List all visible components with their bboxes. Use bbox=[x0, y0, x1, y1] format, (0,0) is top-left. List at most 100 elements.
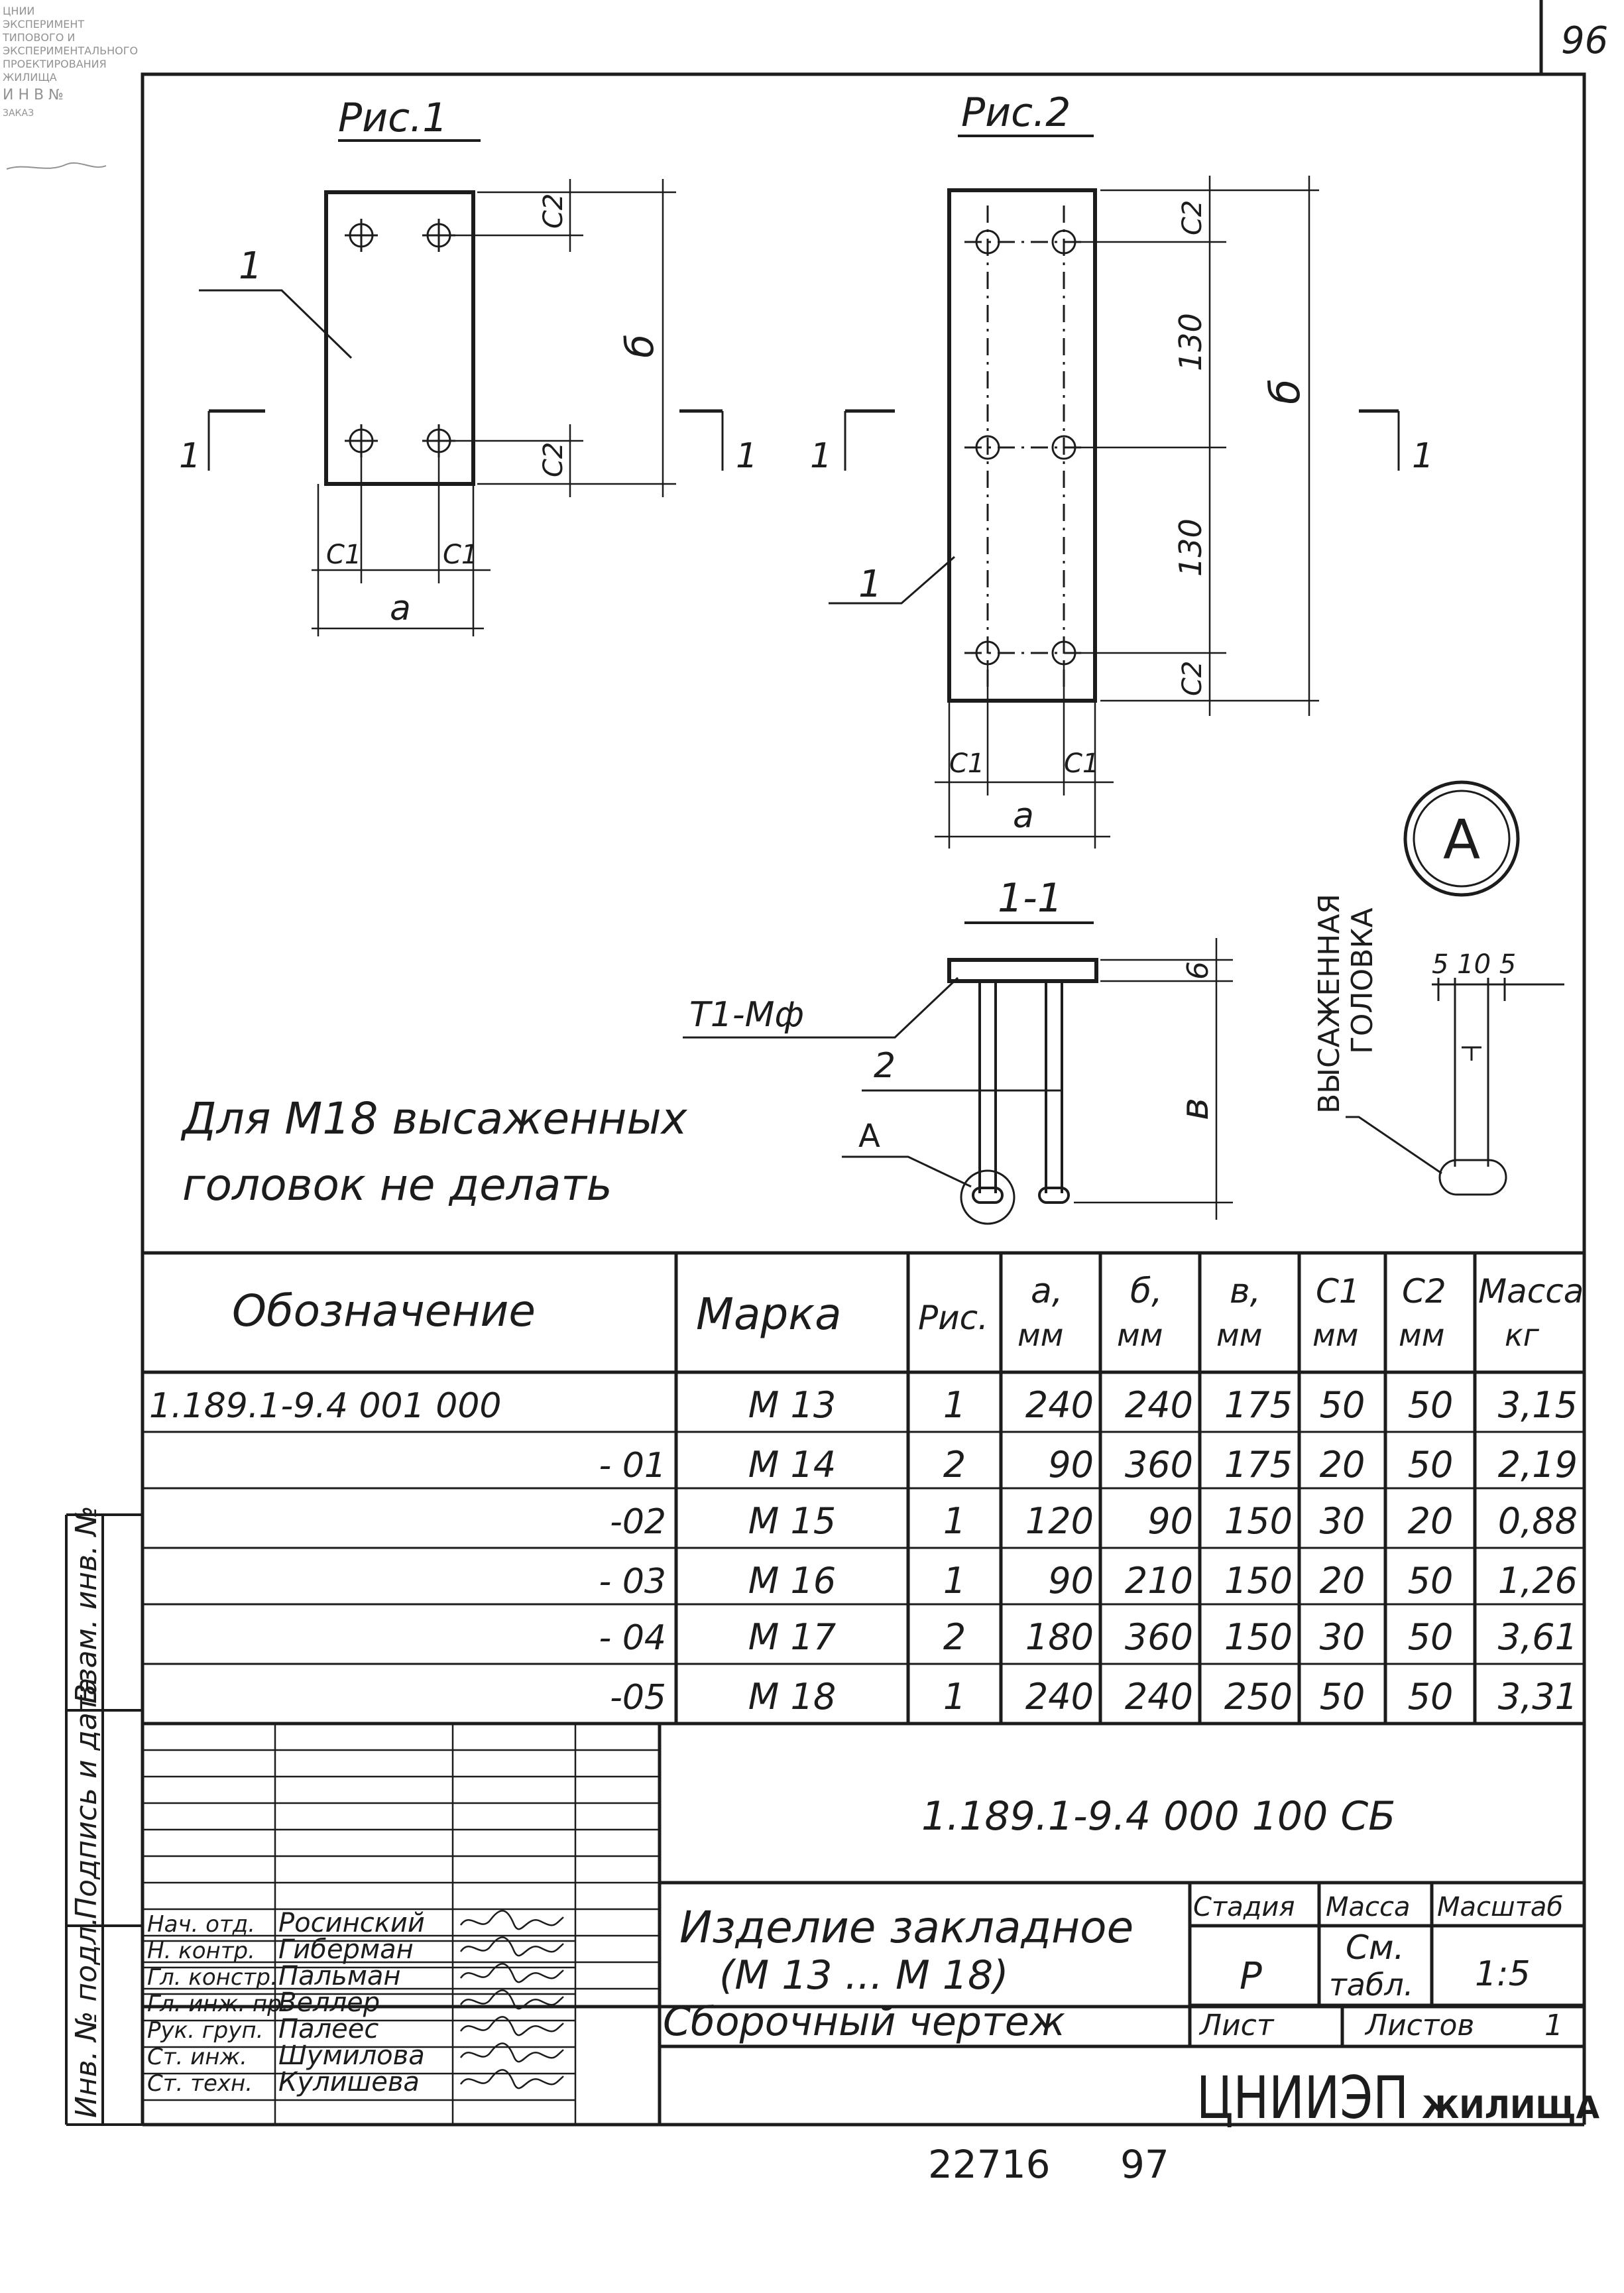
table-cell-mass: 1,26 bbox=[1498, 1560, 1578, 1602]
staff-role: Ст. техн. bbox=[147, 2070, 253, 2097]
table-cell-a: 120 bbox=[1025, 1500, 1094, 1542]
table-cell-mass: 0,88 bbox=[1498, 1500, 1578, 1542]
section-mark-left-fig2 bbox=[844, 409, 895, 471]
dim-a-fig2: а bbox=[1013, 796, 1034, 836]
table-cell-fig: 1 bbox=[943, 1560, 966, 1602]
archive-stamp: ЦНИИ ЭКСПЕРИМЕНТ ТИПОВОГО И ЭКСПЕРИМЕНТА… bbox=[2, 5, 138, 170]
table-cell-c1: 50 bbox=[1320, 1676, 1365, 1718]
scale-header: Масштаб bbox=[1437, 1892, 1563, 1922]
table-cell-b: 360 bbox=[1125, 1444, 1193, 1486]
table-cell-designation: -05 bbox=[610, 1678, 666, 1718]
header-mark: Марка bbox=[696, 1289, 842, 1340]
dim-v: в bbox=[1172, 1098, 1217, 1120]
header-mass-unit: кг bbox=[1505, 1317, 1540, 1353]
table-cell-v: 150 bbox=[1224, 1616, 1293, 1658]
product-name-line-2: (М 13 ... М 18) bbox=[719, 1952, 1009, 1999]
table-cell-b: 240 bbox=[1125, 1676, 1193, 1718]
staff-name: Веллер bbox=[278, 1987, 380, 2018]
detail-a-letter: А bbox=[1443, 809, 1480, 872]
anchor-holes bbox=[345, 219, 455, 457]
figure-1-title: Рис.1 bbox=[338, 95, 447, 141]
mass-header: Масса bbox=[1326, 1892, 1411, 1922]
position-1-label: 1 bbox=[239, 245, 262, 288]
table-cell-c2: 20 bbox=[1408, 1500, 1454, 1542]
dim-b-fig2: б bbox=[1261, 379, 1309, 404]
table-cell-mark: М 18 bbox=[748, 1676, 836, 1718]
table-cell-fig: 1 bbox=[943, 1500, 966, 1542]
table-cell-fig: 1 bbox=[943, 1676, 966, 1718]
header-c2: С2 bbox=[1402, 1272, 1446, 1311]
header-fig: Рис. bbox=[918, 1299, 988, 1337]
signature-scribble bbox=[459, 2042, 564, 2063]
plate-outline bbox=[324, 190, 475, 486]
sheet-label: Лист bbox=[1198, 2009, 1275, 2042]
section-mark-left-label-fig2: 1 bbox=[810, 436, 832, 476]
dim-c2-bottom: С2 bbox=[538, 442, 569, 477]
header-designation: Обозначение bbox=[232, 1285, 536, 1336]
detail-caption-2: ГОЛОВКА bbox=[1346, 908, 1379, 1054]
header-mass: Масса bbox=[1478, 1272, 1584, 1311]
table-cell-designation: 1.189.1-9.4 001 000 bbox=[149, 1386, 502, 1426]
table-cell-c1: 30 bbox=[1320, 1500, 1365, 1542]
page-number: 96 bbox=[1561, 19, 1608, 62]
section-title: 1-1 bbox=[998, 875, 1063, 921]
table-cell-c2: 50 bbox=[1408, 1560, 1454, 1602]
signature-scribble bbox=[459, 1963, 564, 1983]
table-cell-mass: 3,61 bbox=[1498, 1616, 1578, 1658]
org-logo: ЦНИИЭП bbox=[1196, 2064, 1409, 2132]
section-mark-right-label-fig2: 1 bbox=[1412, 436, 1434, 476]
sheet-frame bbox=[141, 72, 1586, 2009]
position-1-label-fig2: 1 bbox=[858, 563, 882, 606]
sheets-value: 1 bbox=[1544, 2009, 1563, 2042]
table-cell-b: 360 bbox=[1125, 1616, 1193, 1658]
header-v-unit: мм bbox=[1216, 1317, 1262, 1353]
detail-dims: 5 10 5 bbox=[1432, 949, 1516, 980]
product-name-line-3: Сборочный чертеж bbox=[663, 1999, 1065, 2045]
staff-name: Шумилова bbox=[278, 2040, 425, 2071]
stage-header: Стадия bbox=[1193, 1892, 1295, 1922]
side-stamp-columns: Инв. № подл. Подпись и дата Взам. инв. № bbox=[65, 1505, 143, 2126]
weld-note: Т1-Мф bbox=[689, 995, 804, 1035]
table-cell-fig: 2 bbox=[943, 1616, 966, 1658]
document-code: 1.189.1-9.4 000 100 СБ bbox=[921, 1793, 1395, 1840]
bottom-number: 22716 bbox=[928, 2142, 1051, 2187]
figure-1-dimensions bbox=[312, 179, 676, 636]
signature-scribble bbox=[459, 1936, 564, 1957]
staff-name: Палеес bbox=[278, 2014, 378, 2044]
staff-name: Кулишева bbox=[278, 2067, 420, 2097]
table-cell-c2: 50 bbox=[1408, 1676, 1454, 1718]
stamp-line: ЭКСПЕРИМЕНТАЛЬНОГО bbox=[3, 44, 138, 57]
side-label-replace: Взам. инв. № bbox=[70, 1505, 103, 1704]
table-cell-a: 180 bbox=[1025, 1616, 1094, 1658]
staff-role: Рук. груп. bbox=[147, 2017, 263, 2044]
table-cell-a: 90 bbox=[1048, 1444, 1094, 1486]
signature-scribble bbox=[459, 2016, 564, 2036]
table-cell-c2: 50 bbox=[1408, 1384, 1454, 1426]
table-cell-mass: 3,31 bbox=[1498, 1676, 1578, 1718]
header-c1-unit: мм bbox=[1312, 1317, 1358, 1353]
table-cell-c1: 20 bbox=[1320, 1444, 1365, 1486]
dim-c1-left: С1 bbox=[326, 540, 361, 570]
stage-value: Р bbox=[1240, 1955, 1262, 1998]
table-cell-fig: 2 bbox=[943, 1444, 966, 1486]
table-cell-b: 210 bbox=[1125, 1560, 1193, 1602]
section-mark-right bbox=[679, 409, 724, 471]
figure-2: Рис.2 1 1 1 bbox=[810, 89, 1434, 849]
staff-role: Ст. инж. bbox=[147, 2044, 247, 2070]
table-cell-mass: 2,19 bbox=[1498, 1444, 1578, 1486]
header-v: в, bbox=[1230, 1271, 1261, 1311]
section-plate bbox=[947, 958, 1098, 983]
dim-130-upper: 130 bbox=[1173, 313, 1208, 371]
header-c1: С1 bbox=[1316, 1272, 1360, 1311]
figure-2-dimensions bbox=[935, 176, 1319, 849]
dim-c2-top-fig2: С2 bbox=[1177, 200, 1208, 235]
section-dimensions bbox=[1074, 938, 1233, 1220]
mass-value-2: табл. bbox=[1329, 1967, 1413, 2003]
header-a: а, bbox=[1031, 1271, 1063, 1311]
table-cell-v: 150 bbox=[1224, 1560, 1293, 1602]
sheets-label: Листов bbox=[1364, 2009, 1474, 2042]
staff-name: Пальман bbox=[278, 1961, 401, 1991]
